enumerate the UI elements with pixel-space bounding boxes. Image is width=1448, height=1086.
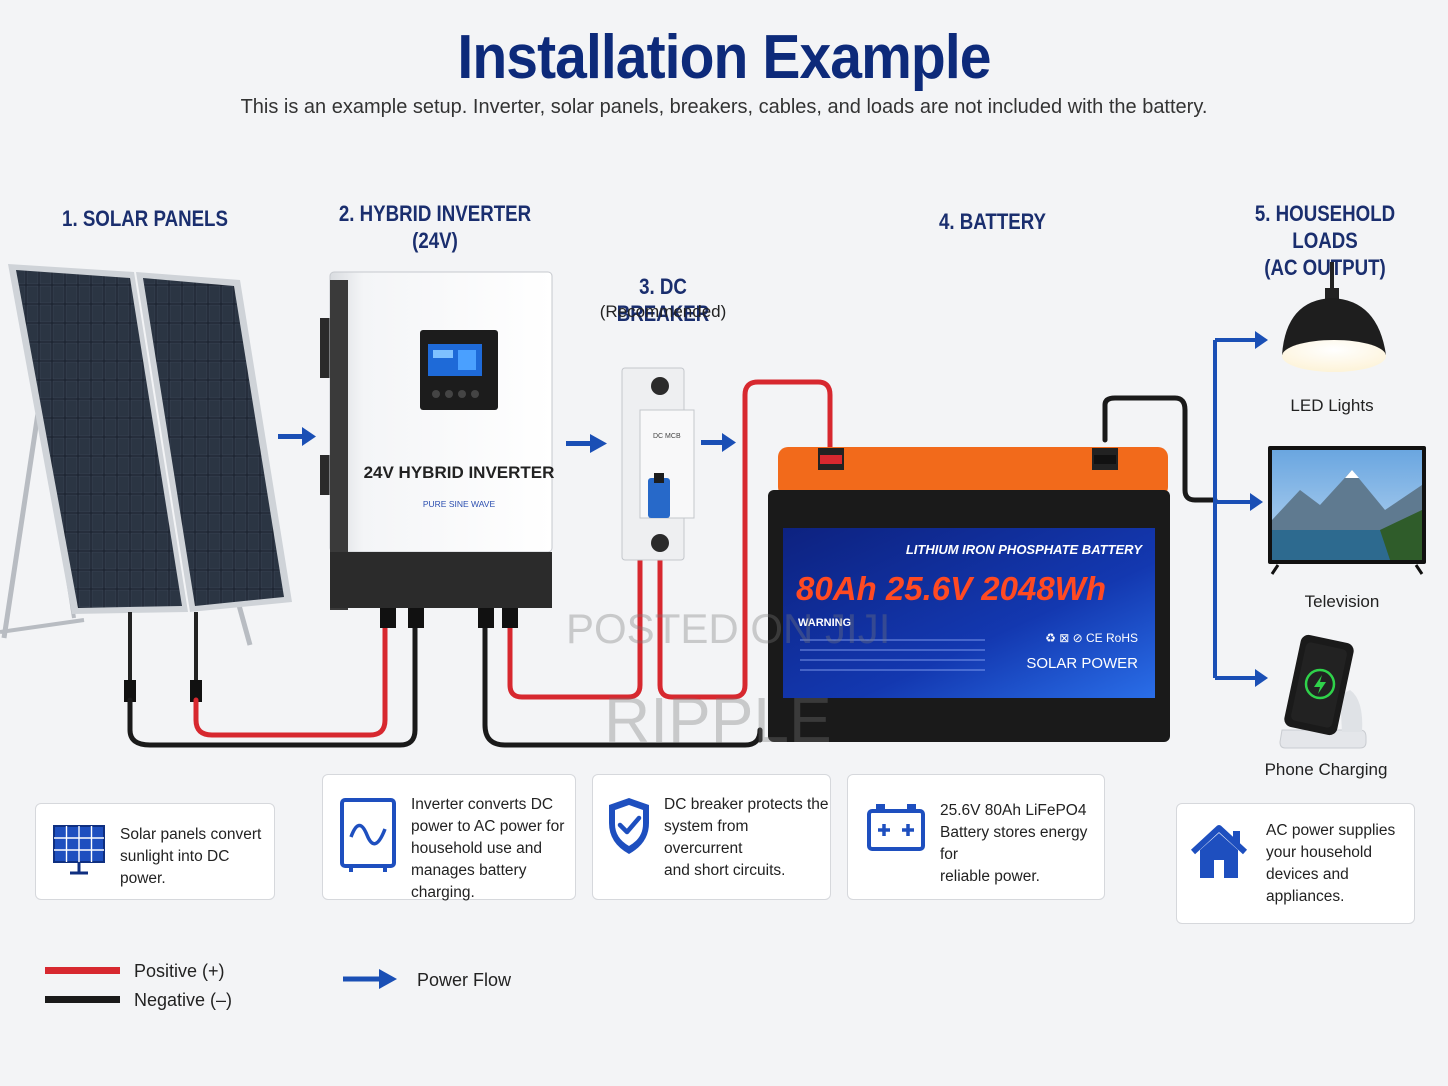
stage-label-solar: 1. SOLAR PANELS <box>62 206 228 231</box>
card-breaker-line: and short circuits. <box>664 862 786 879</box>
installation-diagram: 24V HYBRID INVERTER PURE SINE WAVE DC MC… <box>0 262 1426 749</box>
battery-warning: WARNING <box>798 617 851 629</box>
stage-label-loads-line1: 5. HOUSEHOLD LOADS <box>1254 201 1396 253</box>
card-loads-line: appliances. <box>1266 888 1345 905</box>
legend-positive-swatch <box>45 967 120 974</box>
legend-negative-label: Negative (–) <box>134 990 233 1010</box>
solar-panel-icon <box>53 825 105 875</box>
card-inverter-line: power to AC power for <box>411 818 565 835</box>
card-battery-line: reliable power. <box>940 868 1040 885</box>
card-solar: Solar panels convert sunlight into DC po… <box>35 803 275 900</box>
stage-label-loads-line2: (AC OUTPUT) <box>1264 255 1386 280</box>
battery-rating: 80Ah 25.6V 2048Wh <box>796 570 1106 607</box>
dc-breaker <box>621 367 695 561</box>
card-loads: AC power supplies your household devices… <box>1176 803 1415 924</box>
battery-type: LITHIUM IRON PHOSPHATE BATTERY <box>906 542 1144 557</box>
stage-label-inverter-line1: 2. HYBRID INVERTER <box>338 201 532 226</box>
inverter-icon <box>340 798 396 872</box>
card-solar-text: Solar panels convert sunlight into DC po… <box>120 824 274 890</box>
inverter-label: 24V HYBRID INVERTER <box>364 463 555 482</box>
battery-icon <box>867 804 925 851</box>
card-loads-line: your household <box>1266 844 1372 861</box>
legend-flow-label: Power Flow <box>417 970 512 990</box>
card-breaker-line: system from overcurrent <box>664 818 749 857</box>
legend-positive-label: Positive (+) <box>134 961 225 981</box>
positive-wires <box>193 379 833 738</box>
legend-flow-arrow-icon <box>343 969 397 989</box>
breaker-text: DC MCB <box>653 433 681 440</box>
hybrid-inverter <box>320 271 553 628</box>
card-solar-line: Solar panels convert <box>120 826 262 843</box>
load-label-tv: Television <box>1304 592 1380 611</box>
card-battery-line: Battery stores energy for <box>940 824 1088 863</box>
phone-charger <box>1279 634 1367 749</box>
card-inverter: Inverter converts DC power to AC power f… <box>322 774 576 901</box>
stage-label-breaker: 3. DC BREAKER <box>616 274 710 326</box>
stage-label-inverter: 2. HYBRID INVERTER (24V) <box>337 200 533 254</box>
card-inverter-line: manages battery charging. <box>411 862 527 901</box>
card-loads-line: AC power supplies <box>1266 822 1396 839</box>
legend-negative-swatch <box>45 996 120 1003</box>
card-solar-line: sunlight into DC power. <box>120 848 230 887</box>
card-inverter-line: household use and <box>411 840 543 857</box>
battery <box>768 447 1170 742</box>
watermark-line1: POSTED ON JIJI <box>566 605 891 652</box>
card-breaker: DC breaker protects the system from over… <box>592 774 831 900</box>
house-icon <box>1190 825 1248 878</box>
battery-certifications: ♻ ⊠ ⊘ CE RoHS <box>1045 631 1138 645</box>
card-battery-text: 25.6V 80Ah LiFePO4 Battery stores energy… <box>940 800 1104 888</box>
battery-brand: SOLAR POWER <box>1026 655 1138 672</box>
watermark-line2: RIPPLE <box>604 684 832 756</box>
solar-panels <box>0 264 292 702</box>
page-subtitle: This is an example setup. Inverter, sola… <box>240 96 1208 118</box>
stage-label-breaker-note: (Recommended) <box>599 302 727 321</box>
load-arrowheads <box>1250 331 1268 687</box>
card-breaker-line: DC breaker protects the <box>664 796 829 813</box>
card-inverter-text: Inverter converts DC power to AC power f… <box>411 794 575 904</box>
load-distribution-lines <box>1213 338 1255 680</box>
load-label-led: LED Lights <box>1290 396 1374 415</box>
card-breaker-text: DC breaker protects the system from over… <box>664 794 830 882</box>
stage-label-battery: 4. BATTERY <box>938 209 1047 234</box>
card-battery: 25.6V 80Ah LiFePO4 Battery stores energy… <box>847 774 1105 900</box>
card-battery-line: 25.6V 80Ah LiFePO4 <box>940 802 1087 819</box>
card-loads-line: devices and <box>1266 866 1349 883</box>
card-inverter-line: Inverter converts DC <box>411 796 554 813</box>
load-label-phone: Phone Charging <box>1264 760 1388 779</box>
page-title: Installation Example <box>457 23 991 92</box>
led-lamp <box>1282 262 1386 372</box>
card-loads-text: AC power supplies your household devices… <box>1266 820 1395 908</box>
inverter-sublabel: PURE SINE WAVE <box>423 499 496 509</box>
stage-label-inverter-line2: (24V) <box>412 228 458 253</box>
shield-check-icon <box>609 798 649 854</box>
power-flow-arrows <box>278 427 736 453</box>
television <box>1268 446 1426 575</box>
negative-wires <box>127 395 1218 748</box>
stage-label-loads: 5. HOUSEHOLD LOADS (AC OUTPUT) <box>1223 200 1427 281</box>
